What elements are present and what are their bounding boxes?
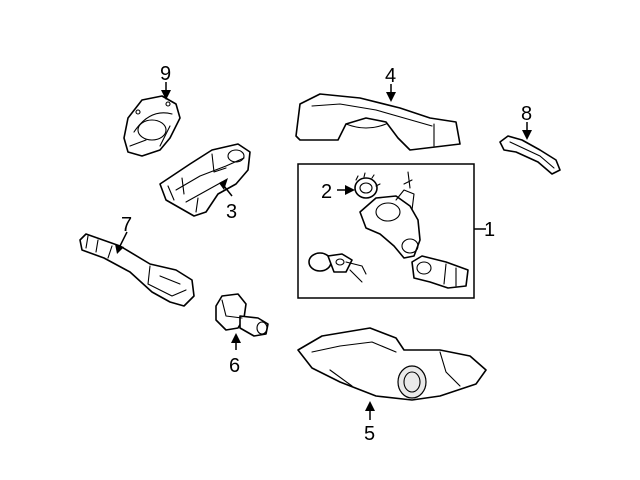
part-1-assembly-frame: [297, 163, 475, 299]
part-8-bracket: [499, 135, 561, 175]
part-2-lock-cylinder: [354, 172, 381, 199]
callout-8: 8: [521, 103, 532, 125]
part-7-switch-lever: [79, 233, 195, 307]
leader-lines: [115, 82, 532, 420]
callout-1: 1: [484, 219, 495, 241]
part-6-switch: [215, 293, 269, 337]
part-1-lock-assembly: [359, 171, 469, 289]
part-3-lock-housing: [159, 143, 251, 217]
callout-3: 3: [226, 201, 237, 223]
part-4-upper-shroud: [295, 93, 461, 151]
keys: [308, 252, 367, 283]
part-5-lower-shroud: [297, 327, 487, 401]
callout-5: 5: [364, 423, 375, 445]
callout-2: 2: [321, 181, 332, 203]
part-9-clockspring: [123, 95, 181, 157]
callout-6: 6: [229, 355, 240, 377]
callout-4: 4: [385, 65, 396, 87]
callout-7: 7: [121, 214, 132, 236]
callout-9: 9: [160, 63, 171, 85]
